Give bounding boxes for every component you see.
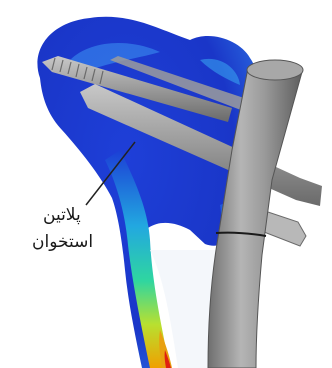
rod-top xyxy=(247,60,303,80)
plate-label: پلاتين xyxy=(41,205,83,225)
plate-blade-tip xyxy=(262,210,306,246)
bone-label: استخوان xyxy=(30,232,95,252)
